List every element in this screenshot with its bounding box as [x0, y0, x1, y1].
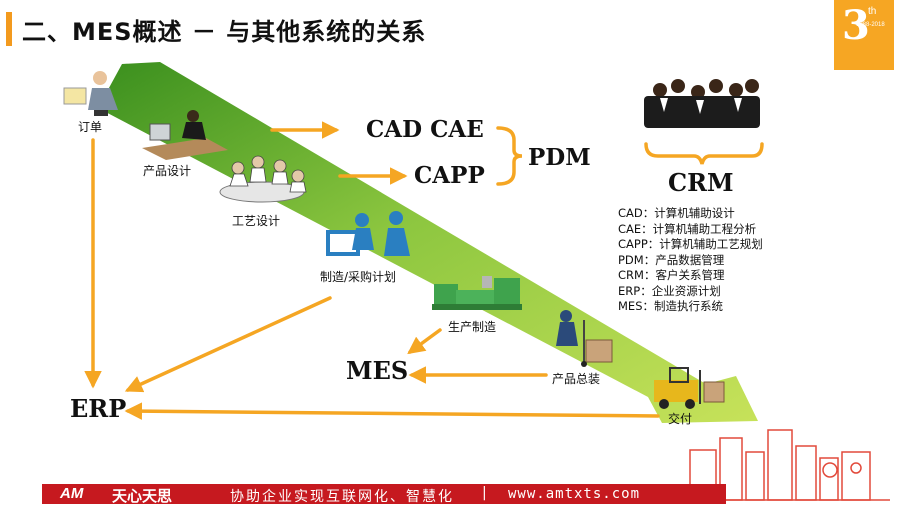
legend-erp: ERP：企业资源计划	[618, 283, 721, 298]
planning-to-erp-arrow	[124, 296, 332, 393]
stage-label-planning: 制造/采购计划	[320, 270, 397, 284]
anniversary-badge: 3 th 1988-2018	[834, 0, 894, 70]
customer-brace	[644, 142, 764, 165]
assembly-worker-icon	[556, 310, 613, 367]
system-mes: MES	[346, 356, 409, 385]
legend-mes: MES：制造执行系统	[618, 299, 723, 313]
stage-label-process-design: 工艺设计	[232, 214, 281, 228]
page-title: 二、MES概述 － 与其他系统的关系	[22, 18, 427, 46]
forklift-icon	[654, 367, 725, 409]
city-skyline-graphic	[680, 429, 890, 501]
badge-number: 3	[842, 2, 870, 49]
customers-group-icon	[644, 79, 760, 128]
stage-label-order: 订单	[78, 120, 103, 134]
legend-crm: CRM：客户关系管理	[618, 268, 725, 282]
company-brand: 天心天思	[112, 487, 173, 505]
system-cad-cae: CAD CAE	[366, 116, 484, 143]
title-accent-bar	[6, 12, 12, 46]
stage-label-delivery: 交付	[668, 412, 693, 426]
legend-cad: CAD：计算机辅助设计	[618, 206, 735, 220]
planning-workers-icon	[326, 211, 410, 256]
system-capp: CAPP	[414, 162, 485, 189]
footer-slogan: 协助企业实现互联网化、智慧化	[230, 489, 454, 505]
badge-years: 1988-2018	[856, 22, 885, 28]
design-desk-icon	[142, 110, 228, 160]
legend-capp: CAPP：计算机辅助工艺规划	[618, 237, 763, 251]
legend-pdm: PDM：产品数据管理	[618, 252, 725, 267]
stage-label-product-design: 产品设计	[143, 164, 192, 178]
stage-label-production: 生产制造	[448, 320, 497, 334]
footer-banner: AM 天心天思 协助企业实现互联网化、智慧化 | www.amtxts.com	[42, 484, 726, 505]
abbreviation-legend: CAD：计算机辅助设计 CAE：计算机辅助工程分析 CAPP：计算机辅助工艺规划…	[618, 206, 763, 315]
footer-separator: |	[482, 485, 487, 501]
production-to-mes-arrow	[407, 328, 442, 355]
company-logo: AM	[60, 485, 84, 502]
stage-label-assembly: 产品总装	[552, 372, 601, 386]
team-meeting-icon	[219, 155, 307, 203]
delivery-to-erp-arrow	[124, 402, 660, 420]
system-erp: ERP	[70, 394, 127, 423]
system-pdm: PDM	[528, 144, 591, 171]
process-flow-arrow	[98, 62, 758, 423]
production-machine-icon	[432, 276, 522, 310]
customer-label: 客户	[678, 132, 711, 151]
badge-suffix: th	[868, 6, 877, 17]
footer-website[interactable]: www.amtxts.com	[508, 486, 641, 502]
legend-cae: CAE：计算机辅助工程分析	[618, 221, 757, 236]
system-crm: CRM	[668, 168, 734, 197]
order-person-icon	[63, 71, 118, 116]
pdm-brace	[496, 126, 523, 186]
